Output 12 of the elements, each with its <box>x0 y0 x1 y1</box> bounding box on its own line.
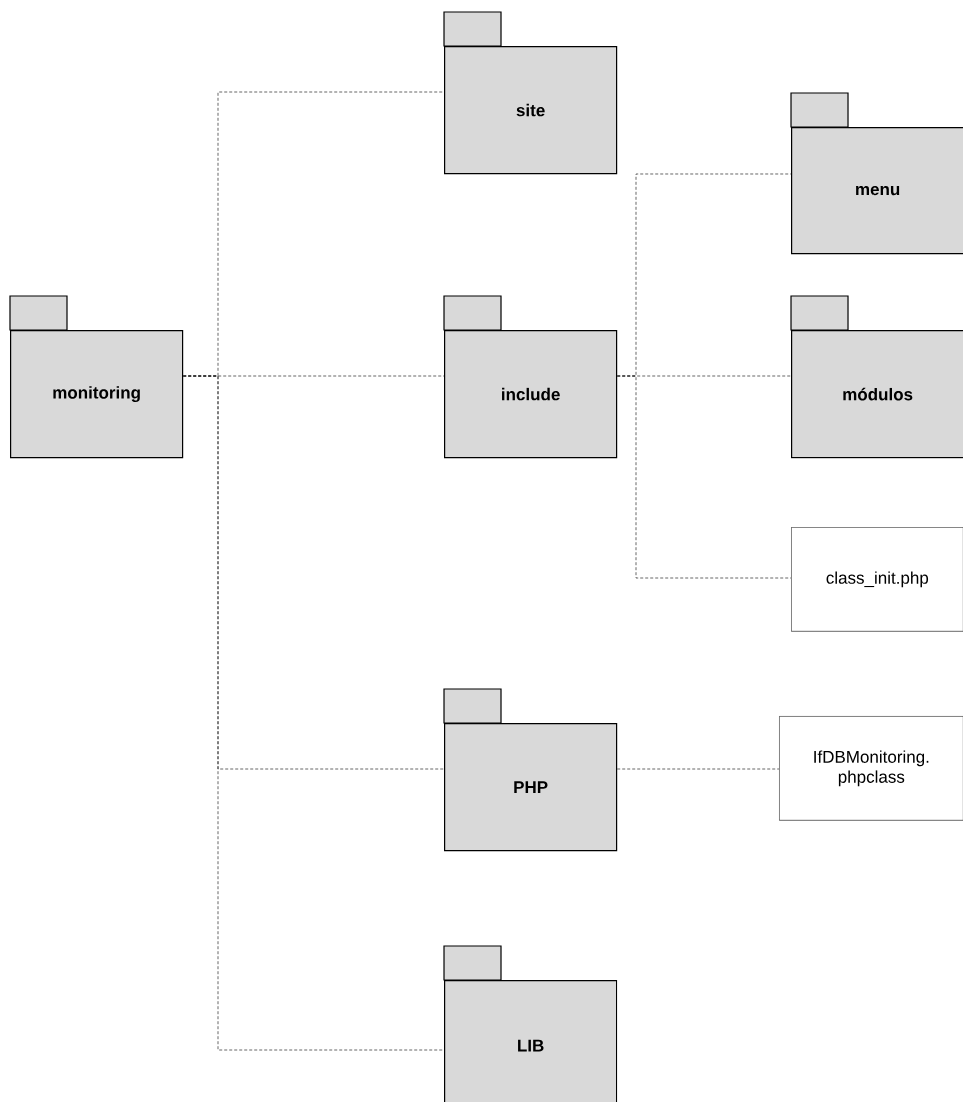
package-box: site <box>443 11 618 175</box>
package-box: módulos <box>790 295 963 459</box>
file-box: IfDBMonitoring. phpclass <box>779 716 963 821</box>
package-box: include <box>443 295 618 459</box>
package-box: LIB <box>443 945 618 1102</box>
package-box: PHP <box>443 688 618 852</box>
package-box: monitoring <box>9 295 184 459</box>
package-box: menu <box>790 92 963 255</box>
connector-line <box>616 375 792 579</box>
file-box: class_init.php <box>791 527 963 632</box>
connector-line <box>616 768 780 770</box>
connector-line <box>182 375 445 1051</box>
